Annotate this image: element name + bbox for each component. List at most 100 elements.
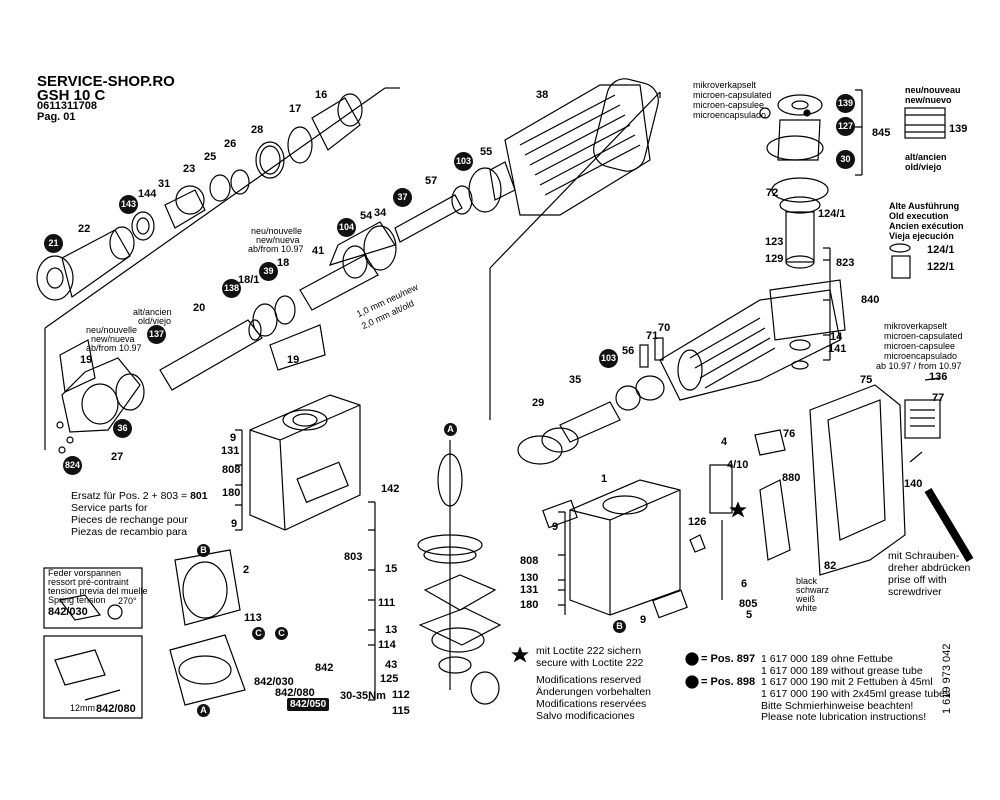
bearing-detail [904,107,946,139]
label-76: 76 [783,428,796,440]
note-screw-3: prise off with [888,574,947,586]
label-9-b: 9 [231,518,238,530]
note-ab-from-1: ab/from 10.97 [248,244,304,254]
screwdriver [924,487,974,563]
label-18-1: 18/1 [238,274,260,286]
footer-part-2: 1 617 000 189 without grease tube [761,665,923,677]
footer-loctite-1: mit Loctite 222 sichern [536,645,642,657]
label-880: 880 [782,472,801,484]
note-screw-1: mit Schrauben- [888,550,960,562]
note-black-1: black [796,576,818,586]
note-new-nuevo: new/nuevo [905,95,952,105]
footer-note-1: Bitte Schmierhinweise beachten! [761,700,914,712]
label-142: 142 [381,483,400,495]
note-mikro-b-1: mikroverkapselt [884,321,948,331]
label-13: 13 [385,624,398,636]
badge-37: 37 [393,188,412,207]
note-ersatz-1: Ersatz für Pos. 2 + 803 = 801 [71,490,208,502]
label-43: 43 [385,659,398,671]
label-20: 20 [193,302,206,314]
label-1: 1 [601,473,608,485]
callout-c-right: C [275,627,288,640]
part-37 [451,185,473,215]
label-54: 54 [360,210,373,222]
part-23 [164,189,206,229]
grease-dot-898 [685,675,699,689]
label-75: 75 [860,374,873,386]
grease-dot-897 [685,652,699,666]
part-16 [311,97,361,151]
part-18 [252,303,278,337]
label-125: 125 [380,673,399,685]
footer-part-4: 1 617 000 190 with 2x45ml grease tubes [761,688,951,700]
label-9-a: 9 [230,432,237,444]
label-77: 77 [932,392,945,404]
part-72 [771,177,829,203]
document-number: 1 619 973 042 [941,643,953,714]
label-57: 57 [425,175,438,187]
label-842-030-box: 842/030 [48,606,88,618]
part-823 [769,279,846,341]
label-82: 82 [824,560,837,572]
label-136: 136 [929,371,948,383]
part-17 [287,126,313,164]
label-130: 130 [520,572,539,584]
part-41 [299,254,379,311]
note-mikro-2: microen-capsulated [693,90,772,100]
badge-139: 139 [836,94,855,113]
label-14: 14 [830,331,843,343]
part-71 [654,337,664,361]
part-20 [159,319,263,391]
label-4-10: 4/10 [727,459,749,471]
footer-part-3: 1 617 000 190 mit 2 Fettuben à 45ml [761,676,933,688]
label-842: 842 [315,662,334,674]
part-126 [689,534,706,553]
badge-39: 39 [259,262,278,281]
footer-mod-2: Änderungen vorbehalten [536,686,652,698]
note-old-viejo-2: old/viejo [905,162,942,172]
clamp-detail-box [43,635,143,719]
note-mikro-4: microencapsulado [693,110,767,120]
part-56 [639,344,649,368]
label-4: 4 [721,436,728,448]
note-new-nueva-2: new/nueva [91,334,135,344]
page-number: Pag. 01 [37,111,76,123]
label-131-b: 131 [520,584,539,596]
part-22 [61,229,131,298]
note-black-2: schwarz [796,585,830,595]
note-old-viejo-1: old/viejo [138,316,172,326]
label-805: 805 [739,598,758,610]
note-white-1: weiß [796,594,816,604]
footer-mod-3: Modifications reservées [536,698,647,710]
label-180: 180 [222,487,241,499]
note-ersatz-4: Piezas de recambio para [71,526,188,538]
part-75 [809,384,906,576]
part-43 [438,656,472,674]
badge-824: 824 [63,456,82,475]
part-112 [470,671,500,705]
footer-loctite-2: secure with Loctite 222 [536,657,644,669]
note-neu-nouvelle-2: neu/nouvelle [86,325,138,335]
footer-part-1: 1 617 000 189 ohne Fettube [761,653,893,665]
part-38 [504,84,651,216]
label-15: 15 [385,563,398,575]
part-57 [394,194,463,243]
part-114 [431,627,485,653]
label-144: 144 [138,188,157,200]
part-141 [791,360,809,370]
label-19-right: 19 [287,354,300,366]
part-842 [169,634,246,706]
note-torque: 30-35Nm [340,690,386,702]
part-35 [559,401,621,443]
note-alt-ancien-2: alt/ancien [905,152,947,162]
note-alt-ancien-1: alt/ancien [133,307,172,317]
motor-housing-left [249,394,361,531]
label-140: 140 [904,478,923,490]
part-1 [569,479,681,616]
callout-c-left: C [252,627,265,640]
note-alte-2: Old execution [889,211,949,221]
callout-a-bottom: A [197,704,210,717]
note-screw-4: screwdriver [888,586,942,598]
label-803: 803 [344,551,363,563]
